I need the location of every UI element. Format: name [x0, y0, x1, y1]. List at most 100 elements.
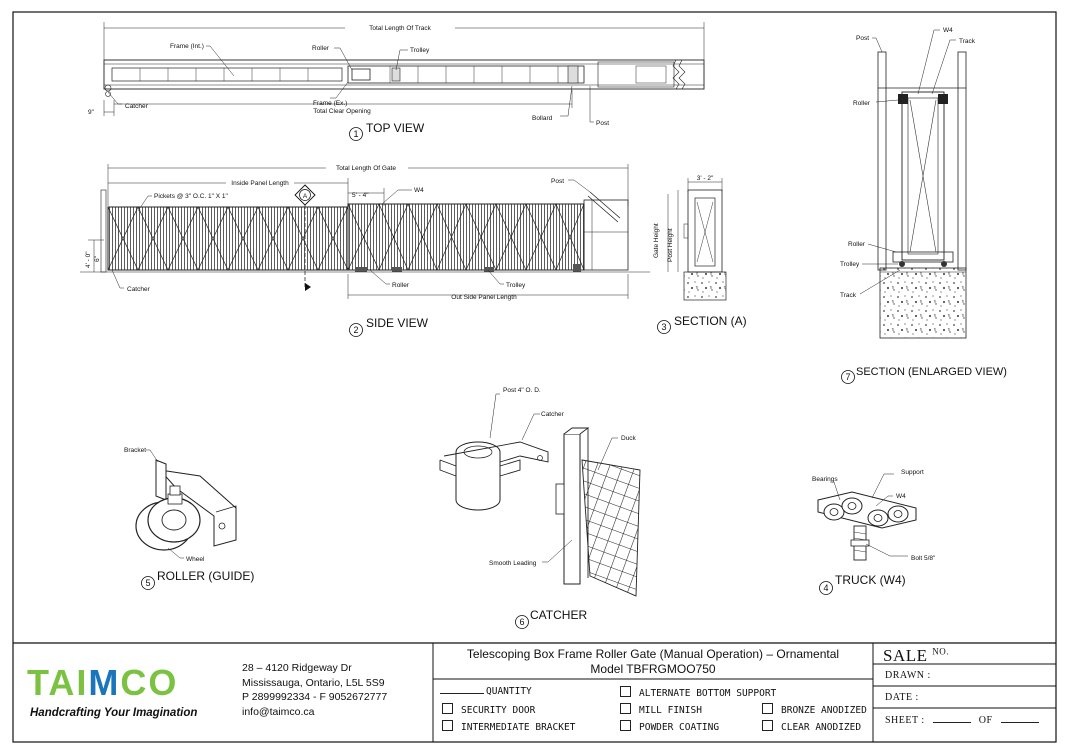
- side-w4-label: W4: [414, 187, 424, 194]
- intermediate-bracket-option[interactable]: INTERMEDIATE BRACKET: [442, 720, 575, 733]
- enlarged-roller-top-label: Roller: [853, 100, 871, 107]
- enlarged-roller-label: Roller: [848, 241, 866, 248]
- phone-fax: P 2899992334 - F 9052672777: [242, 691, 388, 703]
- frame-int-label: Frame (Int.): [170, 43, 204, 50]
- mill-finish-checkbox[interactable]: [620, 703, 631, 714]
- logo-tagline: Handcrafting Your Imagination: [30, 707, 197, 719]
- dim-4-0-label: 4' - 0": [85, 251, 92, 268]
- support-label: Support: [901, 469, 924, 476]
- top-view-title: TOP VIEW: [366, 121, 425, 135]
- drawing-title-line-1: Telescoping Box Frame Roller Gate (Manua…: [466, 647, 840, 661]
- smooth-leading-label: Smooth Leading: [489, 560, 537, 567]
- dim-5-4-label: 5' - 4": [352, 192, 369, 199]
- alternate-bottom-support-checkbox[interactable]: [620, 686, 631, 697]
- post-height-label: Post Height: [667, 228, 674, 262]
- sale-label: SALE: [883, 646, 928, 665]
- of-label: OF: [978, 715, 993, 726]
- sale-heading: SALE NO.: [883, 646, 949, 666]
- address-line-1: 28 – 4120 Ridgeway Dr: [242, 662, 352, 674]
- side-view: Total Length Of Gate Inside Panel Length…: [80, 163, 650, 337]
- enlarged-post-label: Post: [856, 35, 869, 42]
- enlarged-trolley-label: Trolley: [840, 261, 860, 268]
- title-block: TAIMCO Handcrafting Your Imagination 28 …: [13, 643, 1056, 742]
- truck-title: TRUCK (W4): [835, 573, 906, 587]
- duck-label: Duck: [621, 435, 637, 442]
- sheet-total-blank[interactable]: [1000, 722, 1039, 723]
- section-enlarged-title: SECTION (ENLARGED VIEW): [856, 366, 1007, 378]
- section-a-title: SECTION (A): [674, 314, 747, 328]
- side-view-title: SIDE VIEW: [366, 316, 429, 330]
- date-label: DATE :: [885, 692, 919, 703]
- top-view: Total Length Of Track 9": [88, 22, 705, 141]
- pickets-label: Pickets @ 3" O.C. 1" X 1": [154, 193, 229, 200]
- quantity-field[interactable]: QUANTITY: [440, 686, 532, 697]
- quantity-blank[interactable]: [440, 693, 484, 694]
- total-length-track-label: Total Length Of Track: [369, 25, 432, 32]
- logo-graphic: TAIMCO Handcrafting Your Imagination: [27, 662, 197, 719]
- enlarged-w4-label: W4: [943, 27, 953, 34]
- drawing-title: Telescoping Box Frame Roller Gate (Manua…: [433, 647, 873, 677]
- roller-label: Roller: [312, 45, 330, 52]
- sheet-number-blank[interactable]: [932, 722, 971, 723]
- section-enlarged-number: 7: [845, 372, 850, 382]
- section-enlarged-view: Post W4 Track Roller Roller Trolley Trac…: [840, 27, 1007, 384]
- drawn-field[interactable]: DRAWN :: [885, 670, 931, 681]
- roller-guide-number: 5: [145, 578, 150, 588]
- dim-6-label: 6": [94, 255, 101, 262]
- catcher-catcher-label: Catcher: [541, 411, 565, 418]
- drawing-model: Model TBFRGMOO750: [590, 662, 716, 676]
- powder-coating-checkbox[interactable]: [620, 720, 631, 731]
- bronze-anodized-option[interactable]: BRONZE ANODIZED: [762, 703, 867, 716]
- post-label: Post: [596, 120, 609, 127]
- intermediate-bracket-checkbox[interactable]: [442, 720, 453, 731]
- sheet-label: SHEET :: [885, 715, 925, 726]
- dim-3-2-label: 3' - 2": [697, 175, 714, 182]
- total-length-gate-label: Total Length Of Gate: [336, 165, 396, 172]
- wheel-label: Wheel: [186, 556, 205, 563]
- clear-anodized-option[interactable]: CLEAR ANODIZED: [762, 720, 861, 733]
- section-marker-label: A: [303, 193, 308, 200]
- bolt-label: Bolt 5/8": [911, 555, 936, 562]
- truck-number: 4: [823, 583, 828, 593]
- out-side-panel-length-label: Out Side Panel Length: [451, 294, 517, 301]
- top-view-number: 1: [353, 129, 358, 139]
- section-a-number: 3: [661, 322, 666, 332]
- enlarged-track-top-label: Track: [959, 38, 976, 45]
- logo-text: TAIMCO: [27, 662, 178, 703]
- email: info@taimco.ca: [242, 705, 315, 718]
- dim-9-label: 9": [88, 109, 95, 116]
- options-list: QUANTITY SECURITY DOOR INTERMEDIATE BRAC…: [438, 683, 873, 741]
- side-view-number: 2: [353, 325, 358, 335]
- security-door-option[interactable]: SECURITY DOOR: [442, 703, 535, 716]
- catcher-view: Post 4" O. D. Catcher Duck Smooth Leadin…: [439, 387, 641, 629]
- clear-anodized-label: CLEAR ANODIZED: [781, 722, 862, 733]
- bollard-label: Bollard: [532, 115, 553, 122]
- gate-height-label: Gate Height: [653, 223, 660, 258]
- mill-finish-option[interactable]: MILL FINISH: [620, 703, 702, 716]
- alternate-bottom-support-label: ALTERNATE BOTTOM SUPPORT: [639, 688, 777, 699]
- date-field[interactable]: DATE :: [885, 692, 919, 703]
- powder-coating-option[interactable]: POWDER COATING: [620, 720, 719, 733]
- frame-ex-label: Frame (Ex.): [313, 100, 347, 107]
- bearings-label: Bearings: [812, 476, 838, 483]
- side-trolley-label: Trolley: [506, 282, 526, 289]
- powder-coating-label: POWDER COATING: [639, 722, 720, 733]
- drawn-label: DRAWN :: [885, 670, 931, 681]
- alternate-bottom-support-option[interactable]: ALTERNATE BOTTOM SUPPORT: [620, 686, 776, 699]
- inside-panel-length-label: Inside Panel Length: [231, 180, 289, 187]
- bronze-anodized-checkbox[interactable]: [762, 703, 773, 714]
- section-a-view: 3' - 2" Gate Height Post Height 3 SECTIO…: [653, 175, 747, 334]
- sale-no-label: NO.: [932, 646, 949, 657]
- total-clear-opening-label: Total Clear Opening: [313, 108, 371, 115]
- catcher-label: Catcher: [125, 103, 149, 110]
- clear-anodized-checkbox[interactable]: [762, 720, 773, 731]
- roller-guide-title: ROLLER (GUIDE): [157, 569, 254, 583]
- sale-block: SALE NO. DRAWN : DATE : SHEET : OF: [873, 643, 1056, 742]
- sheet-field[interactable]: SHEET : OF: [885, 715, 1047, 726]
- roller-guide-view: Bracket Wheel 5 ROLLER (GUIDE): [124, 447, 254, 590]
- bronze-anodized-label: BRONZE ANODIZED: [781, 705, 867, 716]
- security-door-checkbox[interactable]: [442, 703, 453, 714]
- catcher-title: CATCHER: [530, 608, 587, 622]
- catcher-post-label: Post 4" O. D.: [503, 387, 541, 394]
